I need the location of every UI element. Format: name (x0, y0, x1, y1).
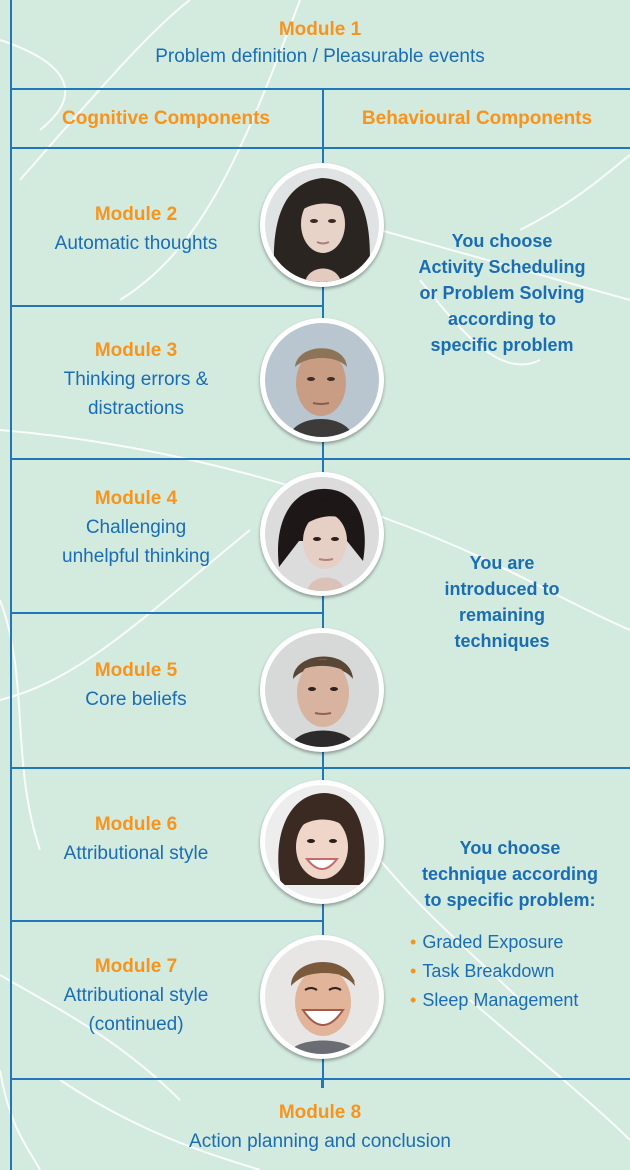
behavioural-group-2: You are introduced to remaining techniqu… (374, 550, 630, 654)
footer-block: Module 8 Action planning and conclusion (10, 1098, 630, 1156)
behavioural-line: or Problem Solving (419, 283, 585, 303)
module-title: Module 6 (94, 814, 178, 835)
module-description: distractions (87, 398, 185, 419)
module-5: Module 5 Core beliefs (10, 656, 262, 714)
divider-footer (10, 1078, 630, 1080)
module-7: Module 7 Attributional style (continued) (10, 952, 262, 1039)
header-module-title: Module 1 (278, 19, 362, 40)
behavioural-group-3: You choose technique according to specif… (390, 835, 630, 913)
technique-label: Sleep Management (422, 990, 579, 1010)
module-title: Module 5 (94, 660, 178, 681)
portrait-woman-dark-hair-icon (265, 168, 379, 282)
module-title: Module 2 (94, 204, 178, 225)
behavioural-heading: Behavioural Components (361, 108, 593, 129)
footer-module-title: Module 8 (278, 1102, 362, 1123)
technique-item: •Task Breakdown (410, 957, 630, 986)
behavioural-line: You choose (459, 838, 561, 858)
portrait-module-2 (260, 163, 384, 287)
divider-columns (10, 147, 630, 149)
divider-left-6-7 (10, 920, 322, 922)
behavioural-line: You choose (451, 231, 553, 251)
portrait-module-5 (260, 628, 384, 752)
left-border (10, 0, 12, 1170)
technique-item: •Sleep Management (410, 986, 630, 1015)
module-2: Module 2 Automatic thoughts (10, 200, 262, 258)
behavioural-line: You are (469, 553, 535, 573)
module-flowchart: Module 1 Problem definition / Pleasurabl… (10, 0, 630, 1170)
portrait-woman-smiling-icon (265, 785, 379, 899)
tick (321, 1078, 324, 1088)
module-description: Challenging (85, 517, 187, 538)
behavioural-line: remaining (458, 605, 546, 625)
module-description: unhelpful thinking (62, 546, 210, 567)
module-description: Attributional style (63, 985, 209, 1006)
module-4: Module 4 Challenging unhelpful thinking (10, 484, 262, 571)
module-description: Automatic thoughts (54, 233, 218, 254)
portrait-woman-dark-bob-icon (265, 477, 379, 591)
technique-label: Task Breakdown (422, 961, 555, 981)
divider-left-2-3 (10, 305, 322, 307)
portrait-module-3 (260, 318, 384, 442)
behavioural-line: according to (447, 309, 556, 329)
divider-header (10, 88, 630, 90)
technique-item: •Graded Exposure (410, 928, 630, 957)
module-description: Attributional style (63, 843, 209, 864)
behavioural-line: to specific problem: (424, 890, 596, 910)
cognitive-heading: Cognitive Components (62, 108, 270, 129)
behavioural-line: introduced to (444, 579, 560, 599)
divider-5-6 (10, 767, 630, 769)
module-title: Module 7 (94, 956, 178, 977)
module-description: Core beliefs (85, 689, 187, 710)
bullet-icon: • (410, 990, 417, 1010)
header-subtitle: Problem definition / Pleasurable events (155, 46, 485, 67)
portrait-module-4 (260, 472, 384, 596)
module-6: Module 6 Attributional style (10, 810, 262, 868)
portrait-man-sharp-features-icon (265, 633, 379, 747)
module-description: Thinking errors & (63, 369, 209, 390)
technique-label: Graded Exposure (422, 932, 564, 952)
header-block: Module 1 Problem definition / Pleasurabl… (10, 16, 630, 70)
footer-subtitle: Action planning and conclusion (189, 1131, 451, 1152)
module-title: Module 3 (94, 340, 178, 361)
bullet-icon: • (410, 961, 417, 981)
behavioural-line: technique according (421, 864, 599, 884)
behavioural-line: techniques (454, 631, 550, 651)
behavioural-group-1: You choose Activity Scheduling or Proble… (374, 228, 630, 358)
portrait-man-short-hair-icon (265, 323, 379, 437)
technique-list: •Graded Exposure •Task Breakdown •Sleep … (410, 928, 630, 1015)
behavioural-line: Activity Scheduling (418, 257, 586, 277)
divider-3-4 (10, 458, 630, 460)
portrait-module-7 (260, 935, 384, 1059)
divider-left-4-5 (10, 612, 322, 614)
module-title: Module 4 (94, 488, 178, 509)
behavioural-line: specific problem (430, 335, 574, 355)
module-description: (continued) (88, 1014, 184, 1035)
portrait-module-6 (260, 780, 384, 904)
module-3: Module 3 Thinking errors & distractions (10, 336, 262, 423)
portrait-man-laughing-icon (265, 940, 379, 1054)
bullet-icon: • (410, 932, 417, 952)
